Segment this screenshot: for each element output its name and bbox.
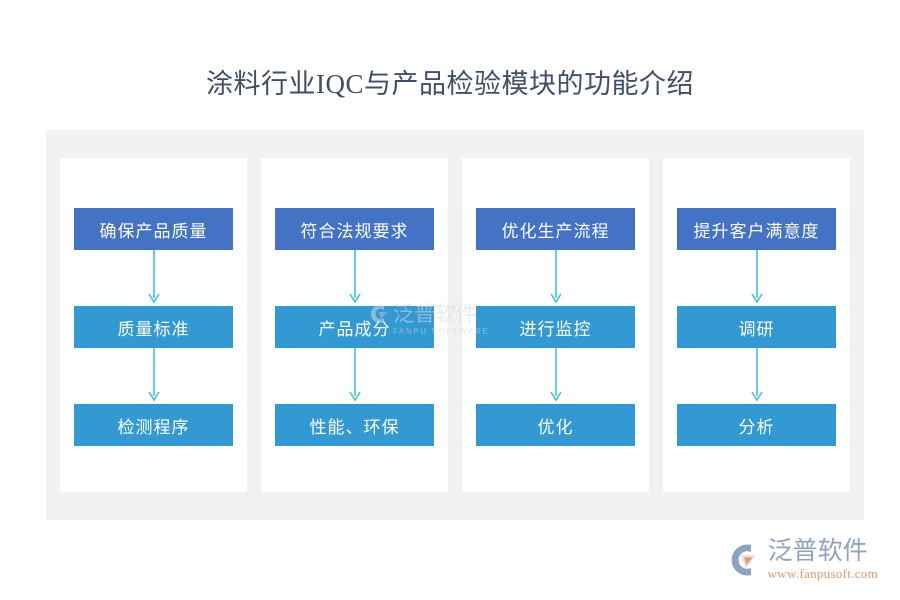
flow-column-4: 提升客户满意度 调研 分析 [663, 158, 850, 492]
arrow-down-icon [747, 348, 767, 404]
brand-logo: 泛普软件 www.fanpusoft.com [722, 537, 878, 582]
brand-name: 泛普软件 [767, 537, 868, 565]
flow-step-box-2-2[interactable]: 性能、环保 [275, 404, 434, 446]
arrow-down-icon [546, 250, 566, 306]
arrow-down-icon [546, 348, 566, 404]
arrow-down-icon [144, 250, 164, 306]
flow-step-box-1-2[interactable]: 检测程序 [74, 404, 233, 446]
flow-step-box-4-1[interactable]: 调研 [677, 306, 836, 348]
arrow-down-icon [345, 348, 365, 404]
flow-step-box-3-1[interactable]: 进行监控 [476, 306, 635, 348]
flow-column-1: 确保产品质量 质量标准 检测程序 [60, 158, 247, 492]
arrow-down-icon [345, 250, 365, 306]
flow-column-3: 优化生产流程 进行监控 优化 [462, 158, 649, 492]
flow-step-box-2-1[interactable]: 产品成分 [275, 306, 434, 348]
flow-diagram-panel: 确保产品质量 质量标准 检测程序 符合法规要求 产品成分 [46, 130, 864, 520]
flow-head-box-3[interactable]: 优化生产流程 [476, 208, 635, 250]
flow-head-box-2[interactable]: 符合法规要求 [275, 208, 434, 250]
brand-text: 泛普软件 www.fanpusoft.com [767, 537, 878, 582]
page-title: 涂料行业IQC与产品检验模块的功能介绍 [206, 69, 694, 99]
flow-head-box-1[interactable]: 确保产品质量 [74, 208, 233, 250]
flow-head-box-4[interactable]: 提升客户满意度 [677, 208, 836, 250]
brand-url: www.fanpusoft.com [767, 566, 878, 581]
arrow-down-icon [747, 250, 767, 306]
flow-step-box-1-1[interactable]: 质量标准 [74, 306, 233, 348]
flow-column-2: 符合法规要求 产品成分 性能、环保 [261, 158, 448, 492]
flow-step-box-4-2[interactable]: 分析 [677, 404, 836, 446]
flow-step-box-3-2[interactable]: 优化 [476, 404, 635, 446]
arrow-down-icon [144, 348, 164, 404]
fanpu-logo-icon [722, 542, 762, 578]
